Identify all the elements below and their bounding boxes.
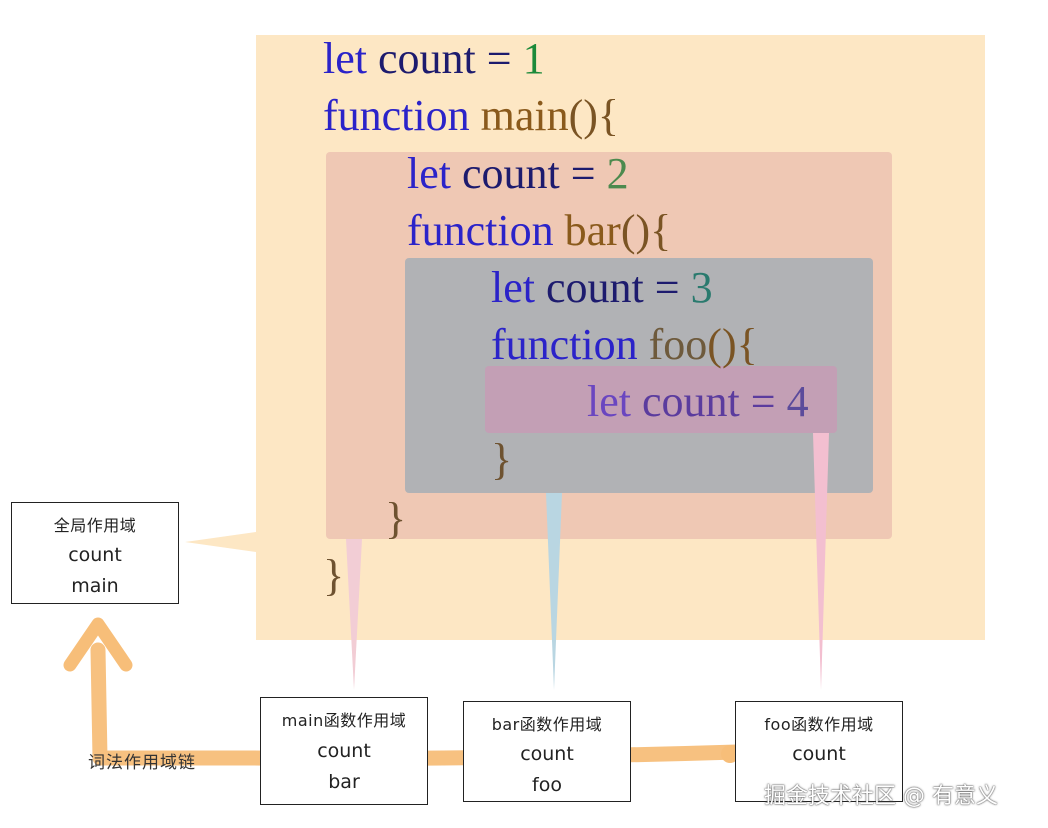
watermark: 掘金技术社区 @ 有意义 [764, 784, 998, 809]
scope-item: count [68, 544, 122, 566]
scope-title: main函数作用域 [281, 711, 407, 730]
bar-scope-box: bar函数作用域 count foo [463, 701, 631, 802]
keyword: function [491, 320, 638, 369]
bar-scope-pointer [546, 493, 562, 690]
number: 1 [522, 34, 545, 83]
foo-closing-brace: } [491, 435, 513, 484]
main-scope-pointer [346, 539, 362, 690]
code-line-4: function bar(){ [407, 209, 671, 253]
scope-title: foo函数作用域 [764, 715, 874, 734]
code-line-2: function main(){ [323, 94, 619, 138]
code-line-1: let count = 1 [323, 37, 545, 81]
foo-scope-region [485, 366, 837, 433]
scope-item: count [317, 740, 371, 762]
foo-scope-pointer [813, 433, 829, 690]
scope-title: 全局作用域 [53, 516, 137, 535]
scope-item: foo [532, 774, 562, 796]
main-closing-brace: } [323, 551, 345, 600]
punctuation: (){ [620, 206, 672, 255]
function-name: main [480, 91, 569, 140]
identifier: count [461, 149, 560, 198]
foo-scope-box: foo函数作用域 count [735, 701, 903, 802]
scope-item: count [520, 743, 574, 765]
function-name: bar [564, 206, 621, 255]
scope-item: count [792, 743, 846, 765]
global-scope-pointer [185, 532, 256, 552]
number: 4 [786, 377, 809, 426]
keyword: let [587, 377, 631, 426]
identifier: count [545, 263, 644, 312]
keyword: let [323, 34, 367, 83]
scope-chain-arrowhead [63, 617, 133, 672]
identifier: count [641, 377, 740, 426]
global-scope-box: 全局作用域 count main [11, 502, 179, 604]
number: 3 [690, 263, 713, 312]
operator: = [750, 377, 776, 426]
scope-item: main [71, 575, 119, 597]
operator: = [570, 149, 596, 198]
bar-closing-brace: } [385, 494, 407, 543]
function-name: foo [648, 320, 708, 369]
code-line-7: let count = 4 [587, 380, 809, 424]
keyword: function [323, 91, 470, 140]
identifier: count [377, 34, 476, 83]
scope-chain-start-dot [721, 745, 739, 763]
punctuation: (){ [568, 91, 620, 140]
code-line-5: let count = 3 [491, 266, 713, 310]
scope-item: bar [328, 771, 360, 793]
keyword: let [407, 149, 451, 198]
code-line-3: let count = 2 [407, 152, 629, 196]
main-scope-box: main函数作用域 count bar [260, 697, 428, 805]
operator: = [654, 263, 680, 312]
scope-chain-label: 词法作用域链 [88, 753, 196, 773]
code-line-6: function foo(){ [491, 323, 758, 367]
scope-title: bar函数作用域 [491, 715, 603, 734]
operator: = [486, 34, 512, 83]
keyword: function [407, 206, 554, 255]
number: 2 [606, 149, 629, 198]
punctuation: (){ [707, 320, 758, 369]
keyword: let [491, 263, 535, 312]
